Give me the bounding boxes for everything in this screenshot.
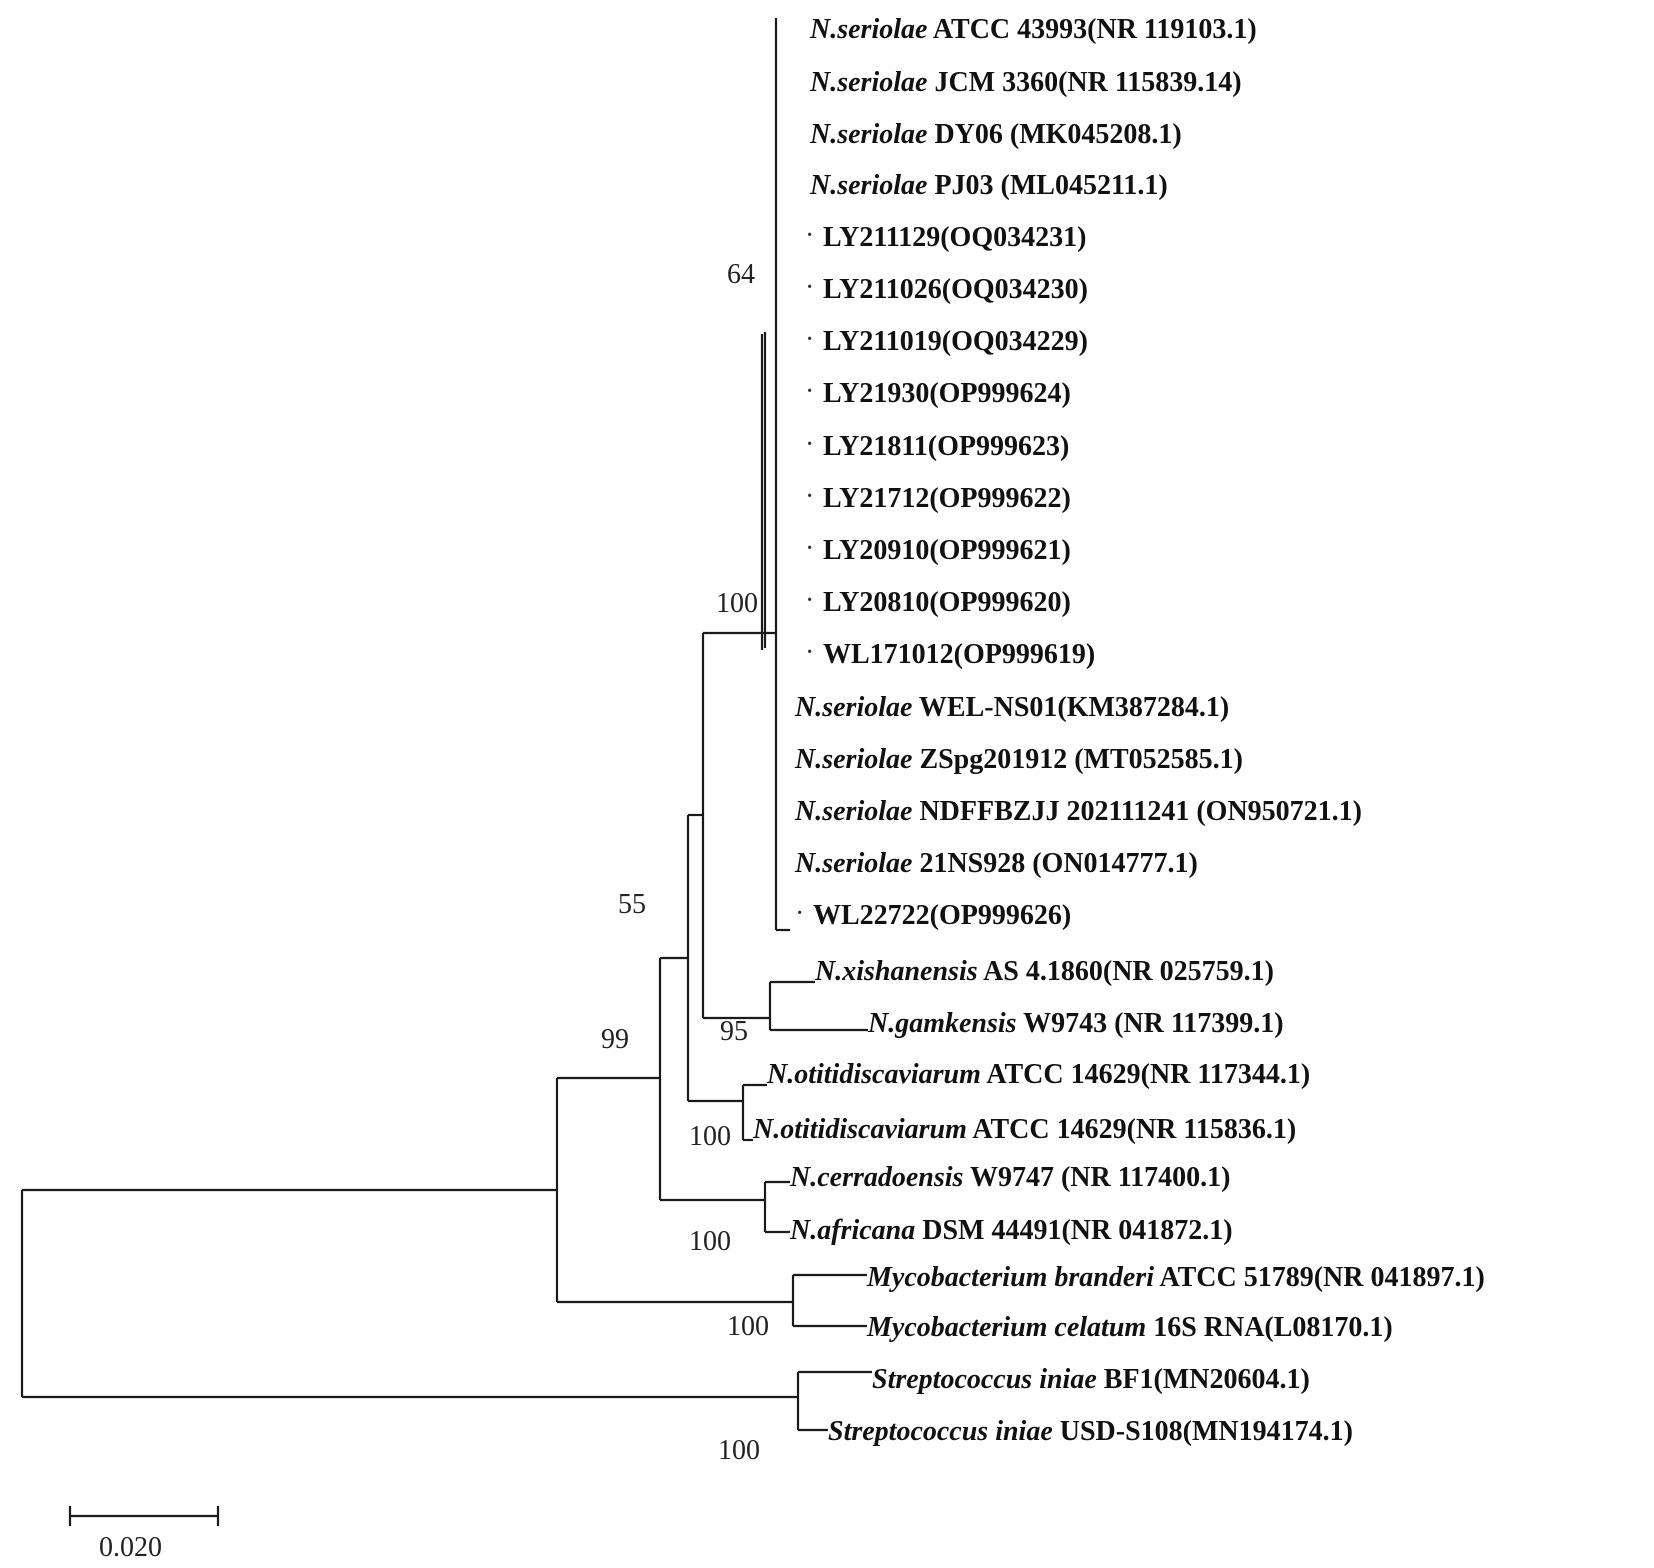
leaf-label-species: N.seriolae: [794, 796, 912, 827]
leaf-label-species: N.seriolae: [794, 848, 912, 879]
leaf-label-ly20810: LY20810(OP999620): [823, 587, 1071, 618]
leaf-label-strain: LY21930(OP999624): [823, 378, 1071, 409]
scale-bar: 0.020: [68, 1506, 220, 1563]
leaf-label-species: N.otitidiscaviarum: [752, 1114, 967, 1145]
leaf-label-seriolae_pj03: N.seriolae PJ03 (ML045211.1): [809, 170, 1168, 201]
leaf-dot-marker: ·: [805, 585, 814, 616]
leaf-label-species: N.seriolae: [794, 744, 912, 775]
leaf-label-species: N.xishanensis: [814, 956, 978, 987]
leaf-label-species: N.seriolae: [794, 692, 912, 723]
leaf-label-africana: N.africana DSM 44491(NR 041872.1): [789, 1215, 1233, 1246]
leaf-labels: N.seriolae ATCC 43993(NR 119103.1)N.seri…: [752, 14, 1485, 1447]
leaf-label-otitidis2: N.otitidiscaviarum ATCC 14629(NR 115836.…: [752, 1114, 1296, 1145]
leaf-label-strain: WL22722(OP999626): [813, 900, 1071, 931]
bootstrap-b99: 99: [601, 1024, 629, 1055]
leaf-dot-marker: ·: [805, 272, 814, 303]
leaf-label-strain: LY211026(OQ034230): [823, 274, 1088, 305]
leaf-label-ly211019: LY211019(OQ034229): [823, 326, 1088, 357]
leaf-label-strain: USD-S108(MN194174.1): [1053, 1416, 1353, 1447]
leaf-label-seriolae_zspg: N.seriolae ZSpg201912 (MT052585.1): [794, 744, 1243, 775]
leaf-label-seriolae_dy06: N.seriolae DY06 (MK045208.1): [809, 119, 1182, 150]
leaf-label-strain: LY211129(OQ034231): [823, 222, 1086, 253]
leaf-label-species: N.gamkensis: [867, 1008, 1017, 1039]
leaf-label-strain: DY06 (MK045208.1): [927, 119, 1181, 150]
leaf-label-species: N.seriolae: [809, 170, 927, 201]
bootstrap-b100_otitidis: 100: [689, 1121, 731, 1152]
bootstrap-values: 64 100 55 95 99 100 100 100 100: [601, 259, 769, 1466]
leaf-dot-marker: ·: [805, 220, 814, 251]
leaf-label-strain: W9747 (NR 117400.1): [963, 1162, 1230, 1193]
leaf-dot-marker: ·: [805, 533, 814, 564]
bootstrap-b100_seriolae: 100: [716, 588, 758, 619]
leaf-label-strain: WL171012(OP999619): [823, 639, 1095, 670]
leaf-label-strain: LY21811(OP999623): [823, 431, 1069, 462]
leaf-label-species: N.cerradoensis: [789, 1162, 964, 1193]
leaf-label-strain: ZSpg201912 (MT052585.1): [912, 744, 1243, 775]
leaf-label-species: Mycobacterium branderi: [866, 1262, 1154, 1293]
leaf-label-ly211129: LY211129(OQ034231): [823, 222, 1086, 253]
leaf-label-seriolae_wel: N.seriolae WEL-NS01(KM387284.1): [794, 692, 1229, 723]
leaf-label-celatum: Mycobacterium celatum 16S RNA(L08170.1): [866, 1312, 1393, 1343]
leaf-label-strain: ATCC 14629(NR 115836.1): [967, 1114, 1296, 1145]
bootstrap-b95: 95: [720, 1016, 748, 1047]
leaf-label-seriolae_atcc: N.seriolae ATCC 43993(NR 119103.1): [809, 14, 1257, 45]
leaf-dot-marker: ·: [805, 637, 814, 668]
leaf-label-strain: BF1(MN20604.1): [1097, 1364, 1310, 1395]
leaf-label-xishanensis: N.xishanensis AS 4.1860(NR 025759.1): [814, 956, 1274, 987]
leaf-label-wl171012: WL171012(OP999619): [823, 639, 1095, 670]
leaf-label-cerradoensis: N.cerradoensis W9747 (NR 117400.1): [789, 1162, 1231, 1193]
leaf-label-species: N.seriolae: [809, 119, 927, 150]
bootstrap-b55: 55: [618, 889, 646, 920]
leaf-label-species: N.seriolae: [809, 14, 927, 45]
leaf-label-otitidis1: N.otitidiscaviarum ATCC 14629(NR 117344.…: [766, 1059, 1310, 1090]
leaf-label-gamkensis: N.gamkensis W9743 (NR 117399.1): [867, 1008, 1284, 1039]
leaf-label-strain: AS 4.1860(NR 025759.1): [978, 956, 1274, 987]
leaf-label-iniae_bf1: Streptococcus iniae BF1(MN20604.1): [872, 1364, 1310, 1395]
leaf-label-strain: ATCC 51789(NR 041897.1): [1154, 1262, 1485, 1293]
leaf-label-ly21811: LY21811(OP999623): [823, 431, 1069, 462]
scale-bar-label: 0.020: [99, 1532, 162, 1563]
leaf-label-strain: 16S RNA(L08170.1): [1146, 1312, 1393, 1343]
leaf-label-ly21930: LY21930(OP999624): [823, 378, 1071, 409]
leaf-label-strain: PJ03 (ML045211.1): [927, 170, 1167, 201]
leaf-label-strain: LY20910(OP999621): [823, 535, 1071, 566]
leaf-label-strain: LY20810(OP999620): [823, 587, 1071, 618]
leaf-label-strain: WEL-NS01(KM387284.1): [912, 692, 1229, 723]
leaf-label-species: N.otitidiscaviarum: [766, 1059, 981, 1090]
leaf-label-branderi: Mycobacterium branderi ATCC 51789(NR 041…: [866, 1262, 1485, 1293]
leaf-dot-marker: ·: [805, 481, 814, 512]
leaf-label-ly20910: LY20910(OP999621): [823, 535, 1071, 566]
leaf-label-strain: NDFFBZJJ 202111241 (ON950721.1): [912, 796, 1362, 827]
leaf-label-ly211026: LY211026(OQ034230): [823, 274, 1088, 305]
leaf-label-iniae_usd: Streptococcus iniae USD-S108(MN194174.1): [828, 1416, 1353, 1447]
leaf-label-wl22722: WL22722(OP999626): [813, 900, 1071, 931]
leaf-label-ly21712: LY21712(OP999622): [823, 483, 1071, 514]
tree-branches: [20, 18, 872, 1432]
leaf-label-strain: 21NS928 (ON014777.1): [912, 848, 1197, 879]
leaf-dot-marker: ·: [795, 898, 804, 929]
leaf-label-strain: LY211019(OQ034229): [823, 326, 1088, 357]
bootstrap-b100_cerradoensis: 100: [689, 1226, 731, 1257]
leaf-label-seriolae_jcm: N.seriolae JCM 3360(NR 115839.14): [809, 67, 1242, 98]
leaf-dot-marker: ·: [805, 429, 814, 460]
leaf-label-species: N.africana: [789, 1215, 915, 1246]
leaf-label-species: N.seriolae: [809, 67, 927, 98]
leaf-label-seriolae_21ns: N.seriolae 21NS928 (ON014777.1): [794, 848, 1198, 879]
leaf-label-strain: JCM 3360(NR 115839.14): [927, 67, 1241, 98]
leaf-label-strain: ATCC 43993(NR 119103.1): [927, 14, 1256, 45]
leaf-dot-marker: ·: [805, 376, 814, 407]
bootstrap-b100_mycobacterium: 100: [727, 1311, 769, 1342]
bootstrap-b64: 64: [727, 259, 755, 290]
leaf-label-species: Streptococcus iniae: [828, 1416, 1053, 1447]
leaf-label-strain: DSM 44491(NR 041872.1): [915, 1215, 1232, 1246]
bootstrap-b100_streptococcus: 100: [718, 1435, 760, 1466]
leaf-label-strain: LY21712(OP999622): [823, 483, 1071, 514]
leaf-label-species: Streptococcus iniae: [872, 1364, 1097, 1395]
leaf-label-strain: W9743 (NR 117399.1): [1017, 1008, 1284, 1039]
leaf-dot-marker: ·: [805, 324, 814, 355]
leaf-label-seriolae_ndff: N.seriolae NDFFBZJJ 202111241 (ON950721.…: [794, 796, 1362, 827]
leaf-label-strain: ATCC 14629(NR 117344.1): [981, 1059, 1310, 1090]
leaf-label-species: Mycobacterium celatum: [866, 1312, 1146, 1343]
